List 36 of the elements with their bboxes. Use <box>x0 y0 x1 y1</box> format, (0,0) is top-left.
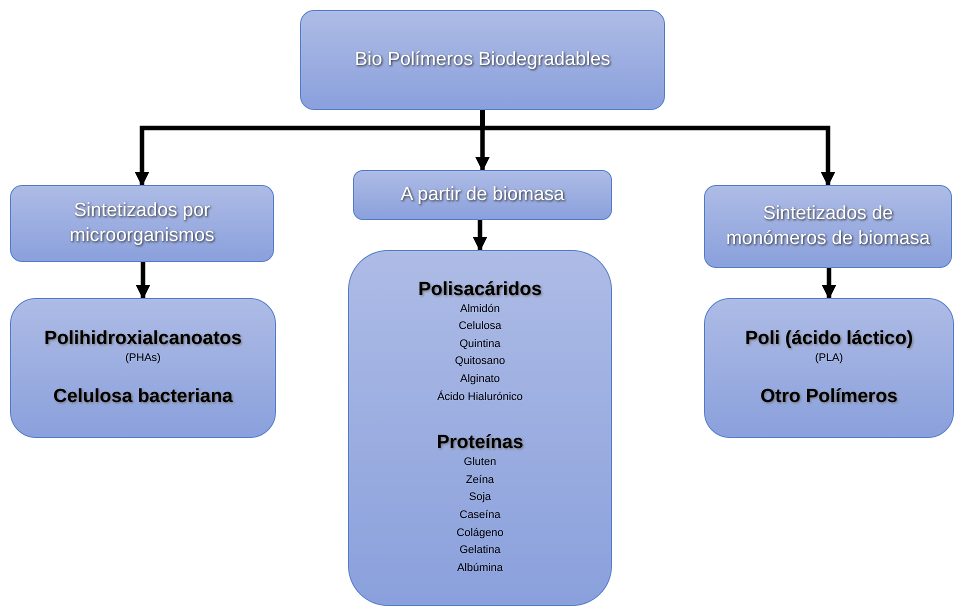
category-box <box>353 170 612 220</box>
group-heading: Celulosa bacteriana <box>53 386 233 408</box>
list-box <box>704 298 954 438</box>
arrow <box>822 268 836 300</box>
list-item: Caseína <box>460 508 500 523</box>
list-item: Gelatina <box>460 543 500 558</box>
category-box <box>300 10 665 110</box>
category-box <box>10 185 274 262</box>
arrow <box>136 262 150 300</box>
arrow <box>480 110 836 186</box>
group-heading: Poli (ácido láctico) <box>745 328 913 350</box>
group-heading: Polisacáridos <box>418 278 542 301</box>
list-item: Almidón <box>460 302 500 317</box>
list-item: Albúmina <box>457 560 503 576</box>
box-title: A partir de biomasa <box>400 182 566 207</box>
list-item: Colágeno <box>456 526 504 541</box>
list-item: (PHAs) <box>125 351 161 366</box>
group-heading: Otro Polímeros <box>760 386 898 408</box>
list-item: Zeína <box>466 472 494 488</box>
box-title: Bio Polímeros Biodegradables <box>354 48 612 72</box>
list-box <box>10 298 276 438</box>
box-title: Sintetizados por microorganismos <box>68 198 216 248</box>
list-item: Ácido Hialurónico <box>437 390 523 405</box>
list-item: Quintina <box>460 336 500 352</box>
category-box <box>704 185 952 268</box>
list-box <box>348 250 612 606</box>
box-title: Sintetizados de monómeros de biomasa <box>725 202 931 250</box>
group-heading: Proteínas <box>436 432 524 454</box>
list-item: Soja <box>468 490 492 506</box>
list-item: Gluten <box>464 455 496 470</box>
list-item: Quitosano <box>454 354 506 370</box>
list-item: Alginato <box>460 372 500 388</box>
list-item: (PLA) <box>814 351 844 366</box>
arrow <box>472 220 488 252</box>
group-heading: Polihidroxialcanoatos <box>44 328 242 350</box>
list-item: Celulosa <box>458 319 502 334</box>
